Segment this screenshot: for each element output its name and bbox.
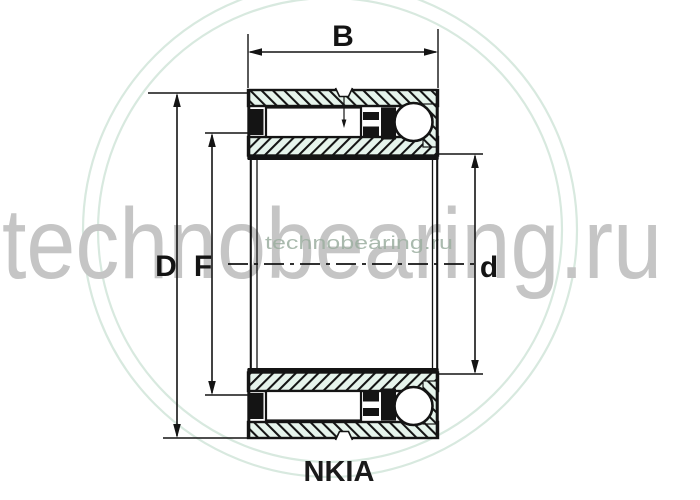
dimension-B-extension-lines: [247, 29, 439, 88]
bottom-section-side-edges: [247, 368, 439, 438]
bottom-left-seal: [249, 393, 264, 419]
dimension-B-arrow-left: [248, 48, 262, 56]
dimension-d-label: d: [480, 251, 498, 284]
top-cage-divider-b: [363, 126, 379, 136]
bottom-needle-cage: [264, 389, 363, 422]
watermark-arc-inner: [96, 0, 564, 464]
watermark-arcs: [81, 0, 579, 479]
bottom-notch-fill: [335, 431, 353, 441]
top-notch-outline: [334, 87, 354, 98]
dimension-D-label: D: [155, 250, 177, 283]
bottom-section: [246, 368, 440, 441]
top-section: [246, 87, 440, 160]
dimension-B-arrow-right: [424, 48, 438, 56]
dimension-B-label: B: [332, 20, 354, 53]
part-type-label: NKIA: [304, 456, 375, 488]
bottom-cage-divider-c: [381, 388, 396, 421]
dimension-F-arrow-top: [208, 133, 216, 147]
top-needle-cage: [264, 106, 363, 139]
dimension-D-arrow-top: [173, 93, 181, 107]
dimension-d-arrow-top: [471, 154, 479, 168]
dimension-d-arrow-bottom: [471, 360, 479, 374]
dimension-B: B: [247, 20, 439, 88]
bottom-notch-outline: [334, 430, 354, 441]
watermark-arc-outer: [81, 0, 579, 479]
top-cage-divider-a: [363, 112, 379, 120]
dimension-F-arrow-bottom: [208, 381, 216, 395]
bottom-cage-divider-a: [363, 408, 379, 416]
watermark-small-text: technobearing.ru: [265, 233, 453, 253]
dimension-F-label: F: [194, 250, 212, 283]
watermark-large-text: technobearing.ru: [2, 188, 662, 300]
dimension-d: d: [439, 153, 498, 375]
dimension-D-arrow-bottom: [173, 424, 181, 438]
bottom-ball: [393, 385, 434, 427]
dimensions: B D F d: [148, 20, 498, 439]
top-left-seal: [249, 109, 264, 135]
top-bore-surface-line: [248, 155, 438, 160]
top-section-side-edges: [247, 90, 439, 160]
dimension-F: F: [194, 132, 250, 396]
top-notch-pointer-arrow: [341, 119, 347, 128]
top-ball: [393, 101, 434, 143]
bottom-cage-divider-b: [363, 392, 379, 402]
dimension-D: D: [148, 92, 247, 439]
top-notch-fill: [335, 87, 353, 97]
dimension-F-extension-lines: [205, 132, 250, 396]
bottom-bore-surface-line: [248, 368, 438, 373]
top-cage-divider-c: [381, 107, 396, 140]
dimension-d-extension-lines: [439, 153, 483, 375]
